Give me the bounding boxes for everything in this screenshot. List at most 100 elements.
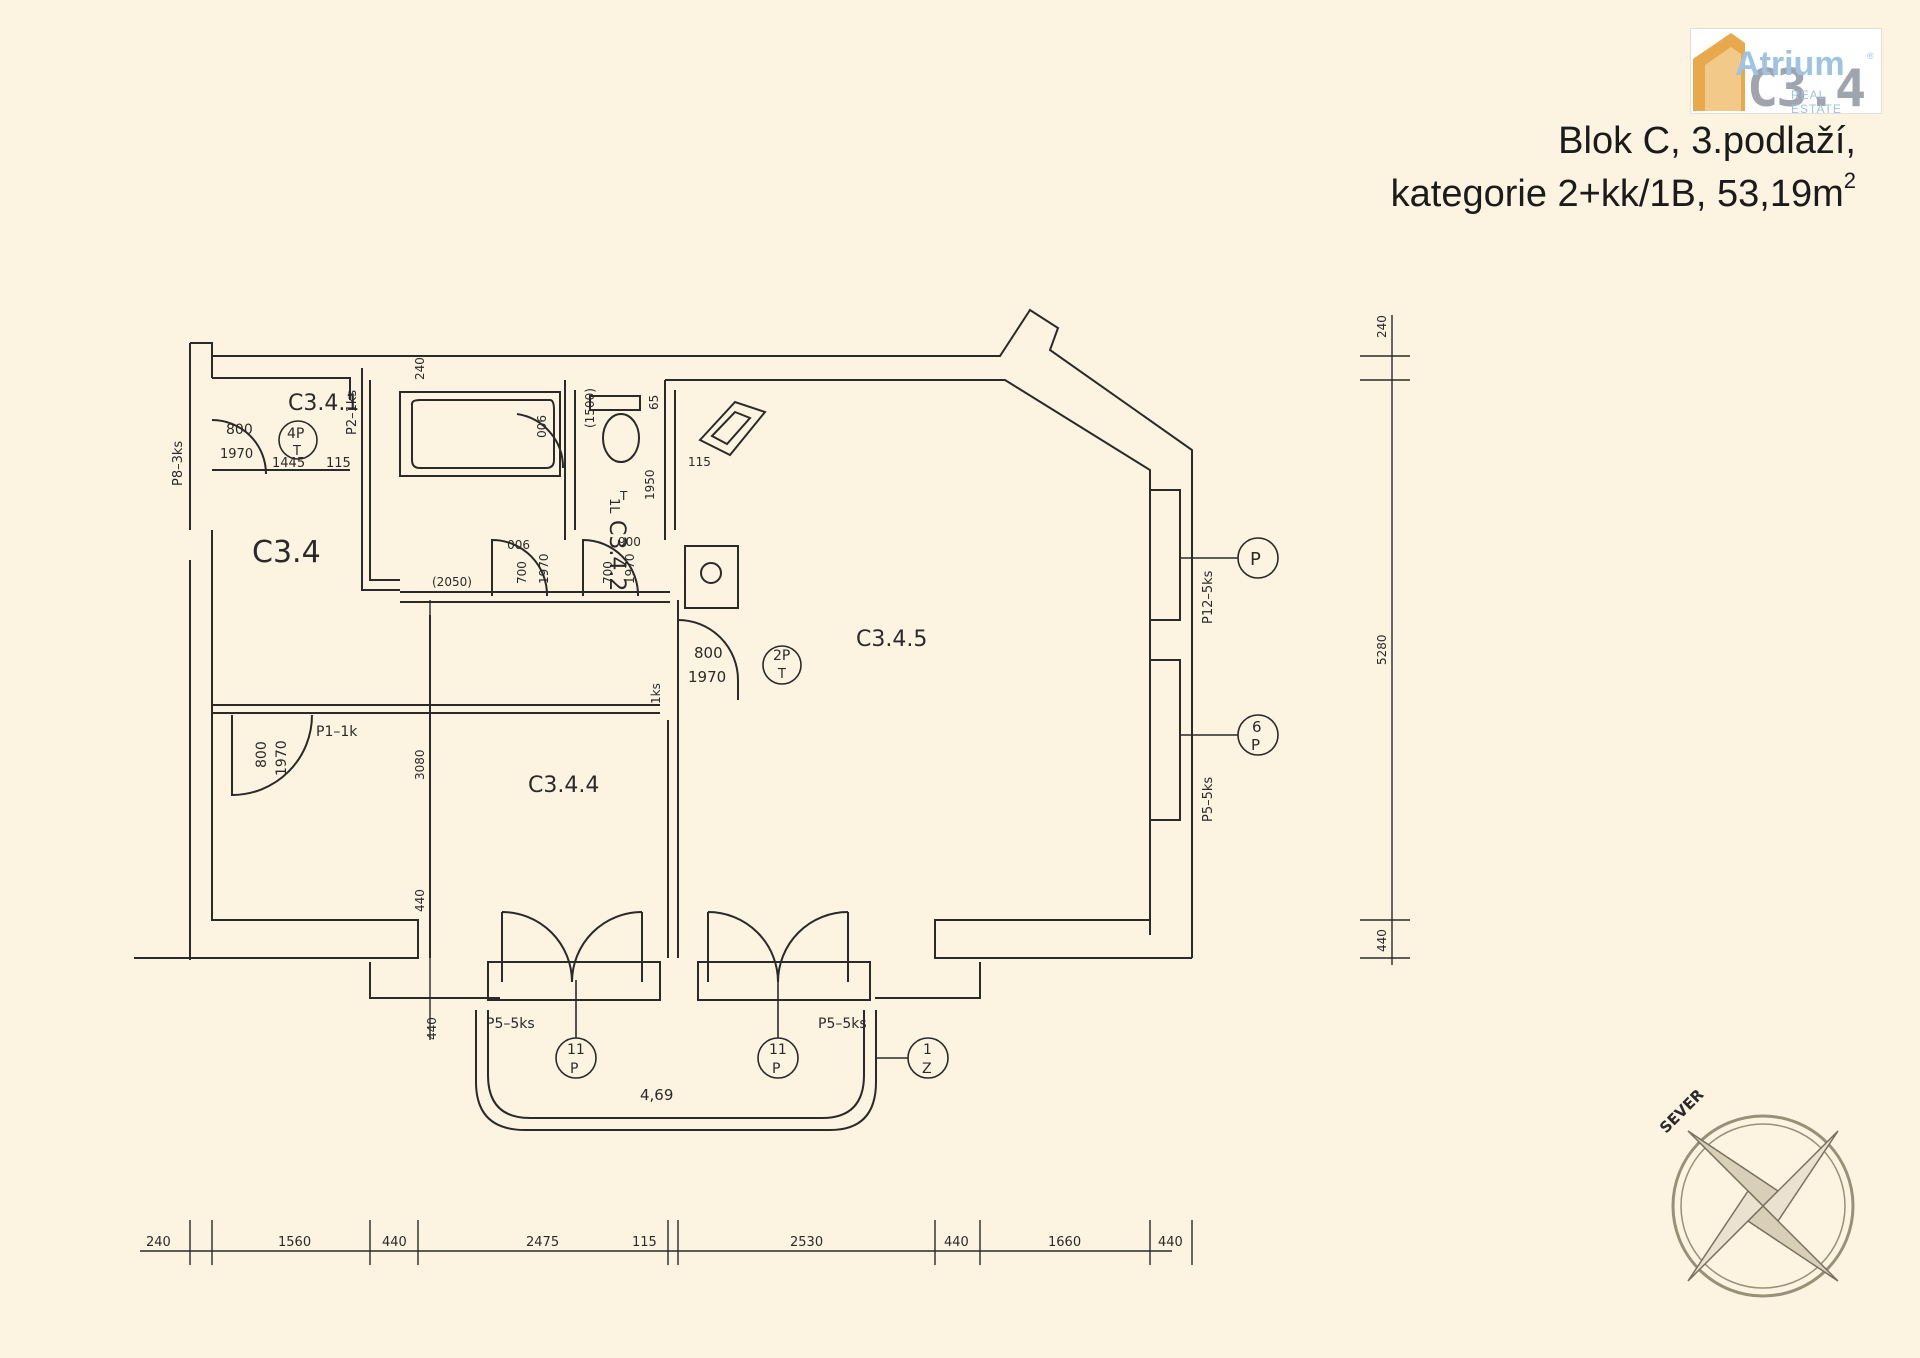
dim-left-3080: 3080	[413, 749, 427, 780]
wc-door-arc	[582, 538, 640, 597]
page-title-line1: Blok C, 3.podlaží,	[1558, 120, 1856, 162]
south-right-num: 11	[769, 1042, 787, 1058]
logo-mark-icon	[1693, 33, 1745, 111]
closet-label: P1–1k	[316, 724, 358, 740]
dim-top-240: 240	[413, 357, 427, 380]
dim-bottom-7: 440	[944, 1235, 969, 1250]
wc-depth-dim: (1500)	[583, 388, 597, 428]
bath-left-wall	[361, 368, 400, 591]
outer-wall-bottom-left	[134, 530, 419, 959]
living-door-count: 1ks	[649, 683, 663, 704]
bath-door-width: 900	[507, 537, 530, 551]
dimension-lines	[140, 315, 1410, 1265]
wc-door-dw: 700	[601, 561, 615, 584]
dim-bottom-5: 115	[632, 1235, 657, 1250]
logo-brand: Atrium	[1735, 45, 1845, 83]
dim-left-440b: 440	[425, 1017, 439, 1040]
wc-bowl	[602, 413, 640, 463]
closet-door-height: 1970	[274, 740, 290, 776]
hall-width-dim: 1445	[272, 456, 305, 471]
balcony-door-left	[501, 911, 643, 983]
bath-tub-dim: 900	[534, 415, 548, 438]
bath-wc-wall	[564, 380, 576, 540]
balcony-mark: Z	[922, 1061, 932, 1077]
bedroom-top-wall	[212, 704, 660, 714]
dim-bottom-1: 240	[146, 1235, 171, 1250]
balcony-num: 1	[923, 1042, 932, 1058]
markers	[278, 420, 1279, 1079]
living-door-arc	[677, 619, 739, 700]
bath-tub-arc	[516, 413, 565, 469]
living-door-code: 2P	[773, 648, 790, 664]
logo-subtitle: REAL ESTATE	[1791, 88, 1842, 116]
kitchen-sink-basin	[710, 410, 752, 446]
outer-wall-top-right	[190, 308, 1193, 958]
south-left-num: 11	[567, 1042, 585, 1058]
bath-door-dh: 1970	[537, 553, 551, 584]
bathtub-frame	[399, 391, 561, 477]
bath-bottom-wall	[400, 591, 670, 603]
dim-right-440: 440	[1375, 929, 1389, 952]
page-title-line2: kategorie 2+kk/1B, 53,19m2	[1391, 168, 1856, 216]
compass-icon	[1671, 1114, 1855, 1298]
hall-top-wall	[212, 377, 351, 400]
logo-registered: ®	[1867, 51, 1874, 61]
wc-door-width: 900	[618, 535, 641, 549]
wc-small-dim: 65	[647, 395, 661, 410]
living-door-sub: T	[777, 667, 786, 682]
bath-door-dw: 700	[515, 561, 529, 584]
living-door-width: 800	[694, 644, 723, 662]
outer-wall-bottom-right	[934, 919, 1192, 959]
living-door-height: 1970	[688, 668, 726, 686]
entry-door-marker	[278, 420, 318, 460]
south-left-mark: P	[570, 1061, 578, 1077]
east-upper-mark: P	[1250, 549, 1261, 570]
dim-right-5280: 5280	[1375, 634, 1389, 665]
hall-wall-dim: 115	[326, 456, 351, 471]
entry-door-code: 4P	[287, 426, 304, 442]
room-label-bedroom: C3.4.4	[528, 773, 599, 798]
balcony-door-right	[707, 911, 849, 983]
entry-door-width: 800	[226, 422, 253, 438]
stove-burner	[700, 562, 722, 584]
south-right-window: P5–5ks	[818, 1016, 867, 1032]
east-lower-mark: P	[1251, 736, 1260, 754]
wall-115: 115	[688, 455, 711, 469]
bath-width-dim: (2050)	[432, 575, 472, 589]
room-label-living: C3.4.5	[856, 627, 927, 652]
dim-left-440a: 440	[413, 889, 427, 912]
east-upper-window: P12–5ks	[1201, 570, 1216, 624]
stove	[684, 545, 739, 609]
east-lower-num: 6	[1252, 718, 1262, 736]
room-label-hall: C3.4.1	[288, 391, 359, 416]
bath-label: P2–1ks	[345, 390, 360, 435]
living-door-marker	[762, 645, 802, 685]
wc-door-dh: 1970	[623, 553, 637, 584]
dim-bottom-3: 440	[382, 1235, 407, 1250]
balcony-area: 4,69	[640, 1086, 673, 1104]
dim-bottom-9: 440	[1158, 1235, 1183, 1250]
entry-door-sub: T	[292, 444, 301, 459]
room-label-apartment: C3.4	[252, 535, 321, 570]
wc-code: 1L	[606, 498, 621, 514]
south-right-mark: P	[772, 1061, 780, 1077]
wc-tank	[589, 395, 641, 411]
dim-right-240: 240	[1375, 315, 1389, 338]
wc-height-dim: 1950	[643, 469, 657, 500]
kitchen-sink	[698, 400, 767, 457]
logo-unit-code: C3.4	[1747, 59, 1866, 119]
entry-door-arc	[211, 419, 267, 475]
dim-bottom-6: 2530	[790, 1235, 823, 1250]
entry-door-height: 1970	[220, 447, 253, 462]
dim-bottom-8: 1660	[1048, 1235, 1081, 1250]
east-lower-window: P5–5ks	[1201, 777, 1216, 822]
balcony-outline	[475, 1010, 877, 1131]
closet-door-width: 800	[254, 741, 270, 768]
dim-bottom-2: 1560	[278, 1235, 311, 1250]
title-superscript: 2	[1843, 168, 1856, 193]
balcony-inner	[487, 1010, 865, 1119]
bath-door-arc	[491, 538, 549, 597]
compass-label: SEVER	[1656, 1085, 1708, 1137]
south-windows	[487, 961, 871, 1001]
south-left-window: P5–5ks	[486, 1016, 535, 1032]
